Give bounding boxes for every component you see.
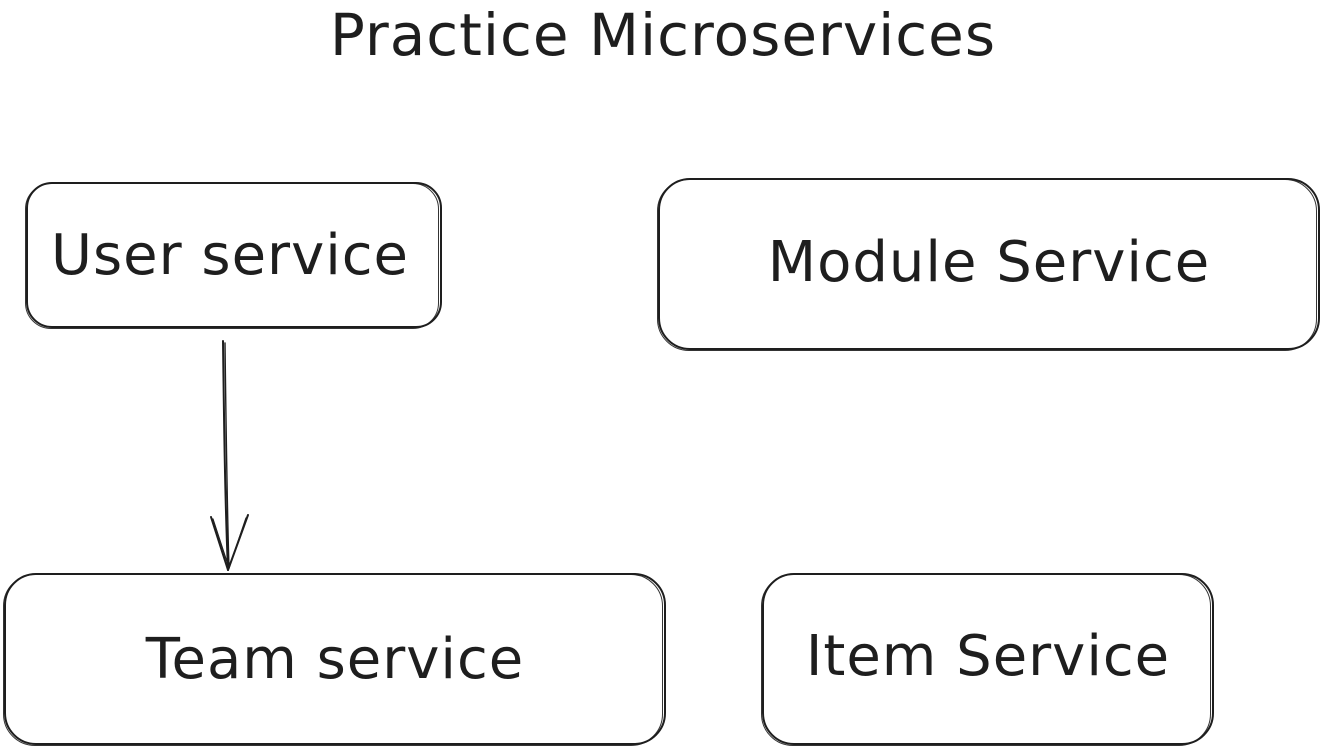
team-service-label: Team service (145, 626, 525, 692)
module-service-node[interactable]: Module Service (657, 178, 1320, 351)
item-service-node[interactable]: Item Service (761, 573, 1214, 746)
arrowhead-left (210, 516, 229, 571)
item-service-label: Item Service (805, 623, 1171, 689)
user-service-label: User service (50, 222, 410, 288)
diagram-title: Practice Microservices (329, 1, 997, 69)
arrowhead-right-sketch (228, 517, 247, 569)
module-service-label: Module Service (767, 229, 1211, 295)
arrowhead-left-sketch (212, 518, 230, 569)
user-service-node[interactable]: User service (25, 182, 442, 329)
arrow-shaft (222, 340, 229, 571)
arrow-shaft-sketch (224, 342, 230, 569)
team-service-node[interactable]: Team service (3, 573, 666, 746)
